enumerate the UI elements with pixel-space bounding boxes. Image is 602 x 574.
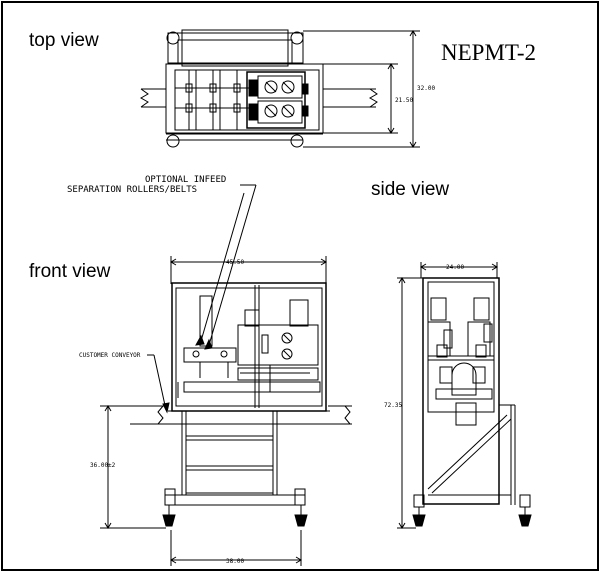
- model-title: NEPMT-2: [441, 40, 536, 65]
- front-view-label: front view: [29, 261, 111, 282]
- conveyor-callout: CUSTOMER CONVEYOR: [79, 352, 141, 359]
- side-view-label: side view: [371, 179, 450, 200]
- top-view-label: top view: [29, 30, 99, 51]
- dim-front-base: 38.00: [226, 558, 244, 565]
- infeed-callout-line2: SEPARATION ROLLERS/BELTS: [67, 185, 197, 195]
- top-view-drawing: [139, 29, 420, 148]
- dim-side-height: 72.35: [384, 402, 402, 409]
- dim-top-inner: 21.50: [395, 97, 413, 104]
- dim-front-height: 36.00±2: [90, 462, 116, 469]
- side-view-drawing: [397, 262, 532, 529]
- dim-top-overall: 32.00: [417, 85, 435, 92]
- front-view-drawing: [100, 256, 352, 566]
- infeed-callout-line1: OPTIONAL INFEED: [145, 175, 226, 185]
- dim-side-width: 24.00: [446, 264, 464, 271]
- infeed-leader: [195, 184, 257, 350]
- dim-front-width: 45.50: [226, 259, 244, 266]
